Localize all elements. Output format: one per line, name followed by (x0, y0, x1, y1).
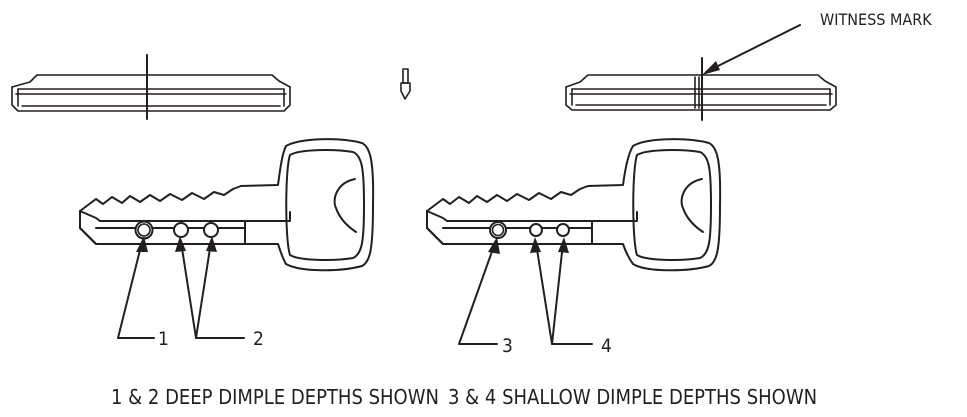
dimple-deep-2a (173, 222, 189, 238)
key-profile-left (11, 54, 291, 120)
dimple-shallow-4a (529, 223, 543, 237)
caption-deep: 1 & 2 DEEP DIMPLE DEPTHS SHOWN (111, 385, 439, 409)
key-left (79, 138, 375, 272)
dimple-deep-2b (203, 222, 219, 238)
callout-4-label: 4 (601, 335, 612, 357)
callout-2-label: 2 (253, 328, 264, 350)
witness-mark-callout: WITNESS MARK (702, 10, 932, 75)
caption-shallow: 3 & 4 SHALLOW DIMPLE DEPTHS SHOWN (448, 385, 817, 409)
key-profile-right (565, 57, 837, 121)
dimple-cutter-icon (400, 68, 411, 100)
callout-1: 1 (117, 236, 169, 350)
callout-1-label: 1 (158, 328, 169, 350)
callout-4: 4 (530, 237, 612, 357)
dimple-shallow-4b (556, 223, 570, 237)
callout-3-label: 3 (502, 335, 513, 357)
witness-mark-label: WITNESS MARK (820, 10, 932, 29)
key-right (426, 138, 722, 272)
callout-2: 2 (175, 236, 264, 350)
callout-3: 3 (458, 237, 513, 357)
